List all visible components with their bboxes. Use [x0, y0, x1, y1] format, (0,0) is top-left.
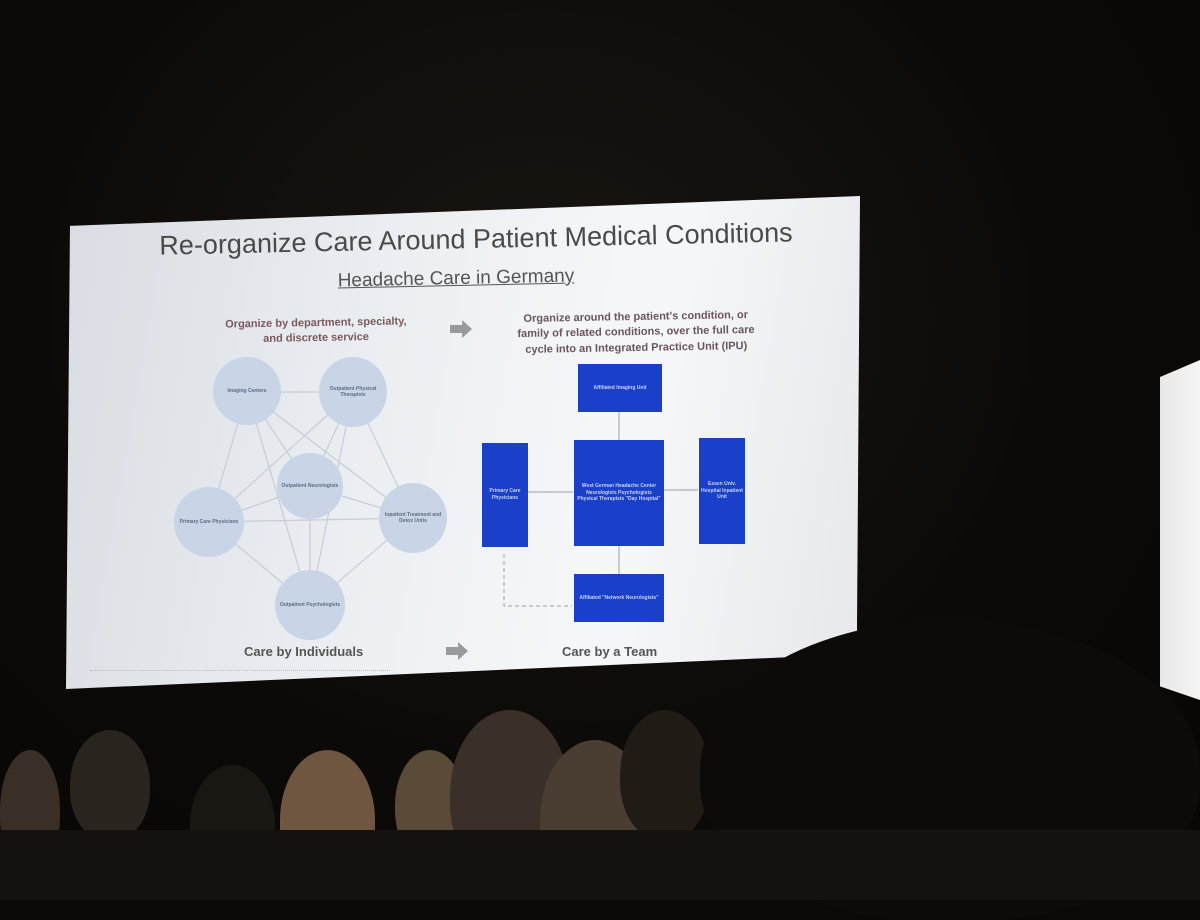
- audience-silhouettes: [0, 600, 1200, 920]
- node-inpatient-treatment: Inpatient Treatment and Detox Units: [379, 483, 447, 553]
- node-imaging-centers: Imaging Centers: [213, 357, 281, 425]
- adjacent-screen: [1160, 360, 1200, 700]
- box-essen-hospital-inpatient: Essen Univ. Hospital Inpatient Unit: [699, 438, 745, 544]
- node-outpatient-neurologists: Outpatient Neurologists: [277, 453, 343, 519]
- box-primary-care-physicians: Primary Care Physicians: [482, 443, 528, 547]
- source-fine-print: [90, 670, 390, 685]
- node-primary-care-physicians: Primary Care Physicians: [174, 487, 244, 557]
- footer-care-by-a-team: Care by a Team: [562, 644, 658, 659]
- projected-slide: Re-organize Care Around Patient Medical …: [66, 196, 860, 690]
- footer-care-by-individuals: Care by Individuals: [244, 644, 364, 659]
- box-affiliated-imaging-unit: Affiliated Imaging Unit: [578, 364, 662, 412]
- box-west-german-headache-center: West German Headache Center Neurologists…: [574, 440, 664, 546]
- node-outpatient-psychologists: Outpatient Psychologists: [275, 570, 345, 640]
- node-outpatient-physical-therapists: Outpatient Physical Therapists: [319, 357, 387, 427]
- box-affiliated-network-neurologists: Affiliated "Network Neurologists": [574, 574, 664, 622]
